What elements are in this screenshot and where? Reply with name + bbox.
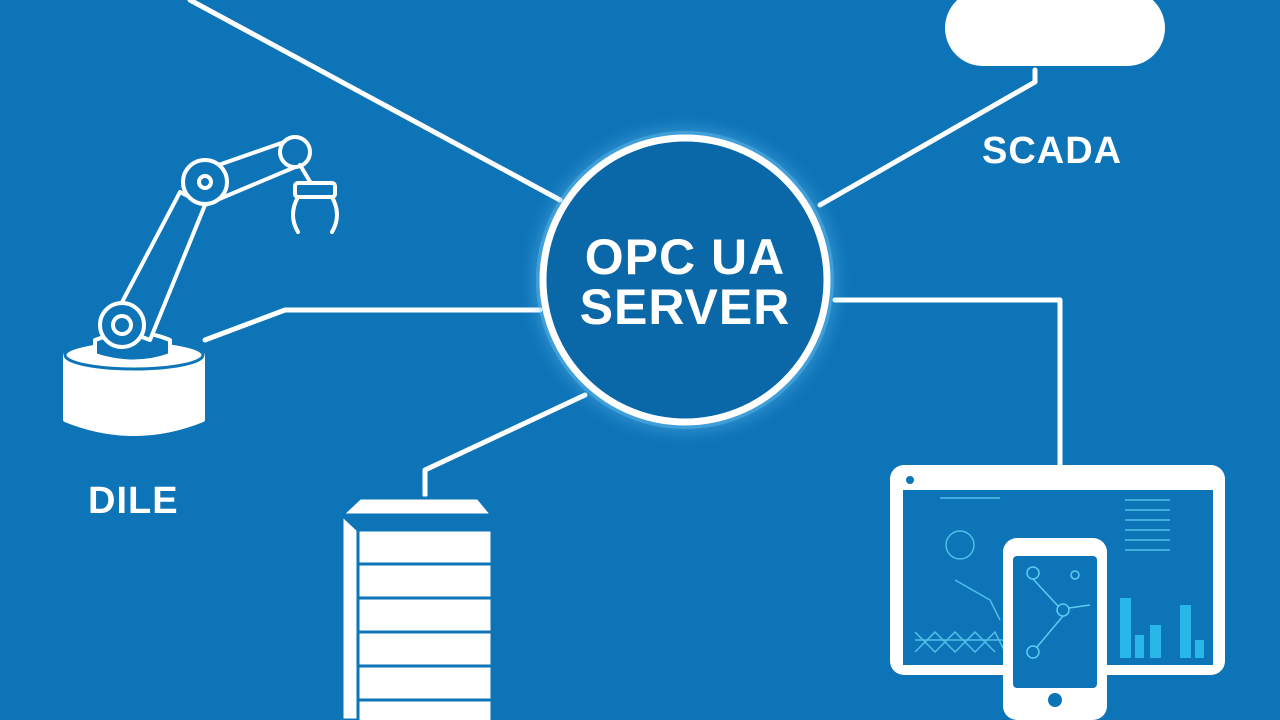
cloud-icon [945, 0, 1165, 66]
server-rack-icon [338, 496, 496, 720]
smartphone-icon [1003, 538, 1107, 720]
connector-lines [187, 0, 1063, 498]
robot-arm-icon [63, 135, 339, 436]
hub-label: OPC UA SERVER [545, 232, 825, 332]
connector-tablet [832, 297, 1063, 468]
connector-scada [817, 67, 1038, 208]
connector-top-left [187, 0, 563, 203]
opc-ua-server-hub [536, 131, 834, 429]
dile-label: DILE [88, 480, 179, 522]
connector-robot [202, 307, 543, 343]
hub-label-line1: OPC UA [584, 229, 786, 285]
connector-server-rack [422, 392, 588, 498]
hub-label-line2: SERVER [579, 279, 791, 335]
scada-label: SCADA [982, 130, 1123, 172]
